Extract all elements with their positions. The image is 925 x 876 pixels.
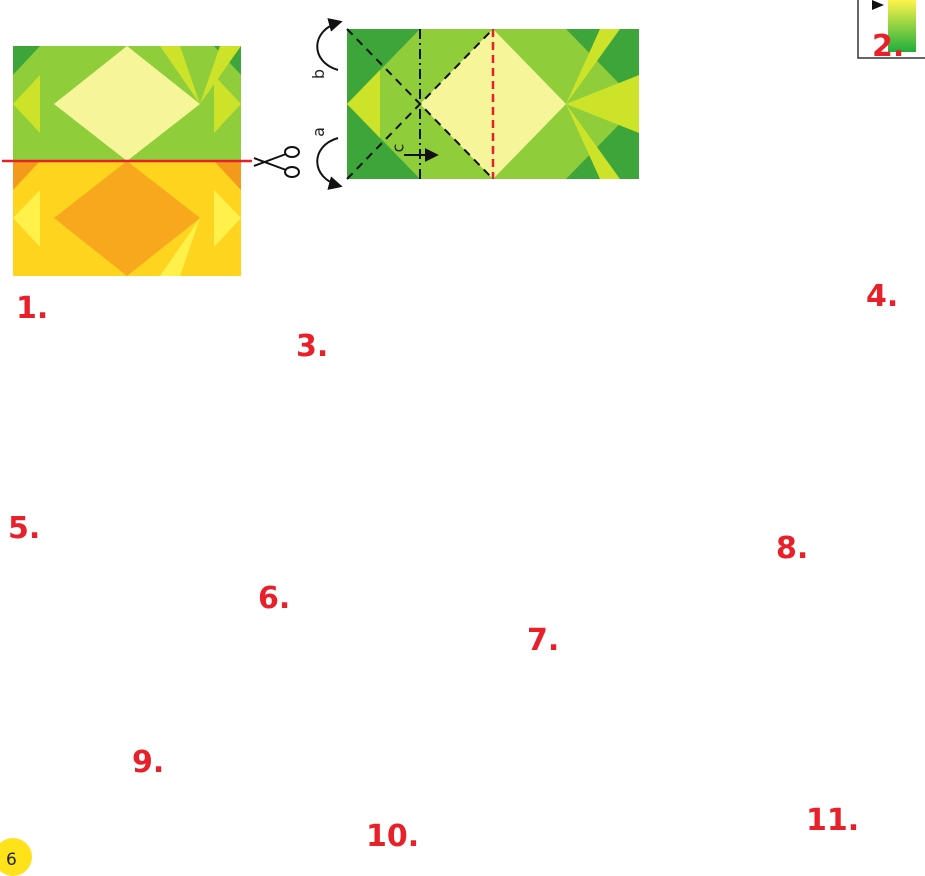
step-4-number: 4. xyxy=(866,282,898,312)
step-10-number: 10. xyxy=(366,822,419,852)
step-6-number: 6. xyxy=(258,584,290,614)
step-1-square xyxy=(2,46,252,276)
fold-label-c: c xyxy=(390,144,406,153)
fold-label-b: b xyxy=(311,69,327,79)
scissors-icon xyxy=(254,147,299,177)
step-11-number: 11. xyxy=(806,806,859,836)
fold-label-a: a xyxy=(311,127,327,137)
page-number: 6 xyxy=(6,850,17,870)
step-9-number: 9. xyxy=(132,748,164,778)
step-5-number: 5. xyxy=(8,514,40,544)
step-2-number: 2. xyxy=(872,32,904,62)
step-8-number: 8. xyxy=(776,534,808,564)
step-7-number: 7. xyxy=(527,626,559,656)
step-3-number: 3. xyxy=(296,332,328,362)
step-1-number: 1. xyxy=(16,294,48,324)
step-2-rectangle xyxy=(317,22,639,186)
page-number-badge: 6 xyxy=(0,838,32,876)
